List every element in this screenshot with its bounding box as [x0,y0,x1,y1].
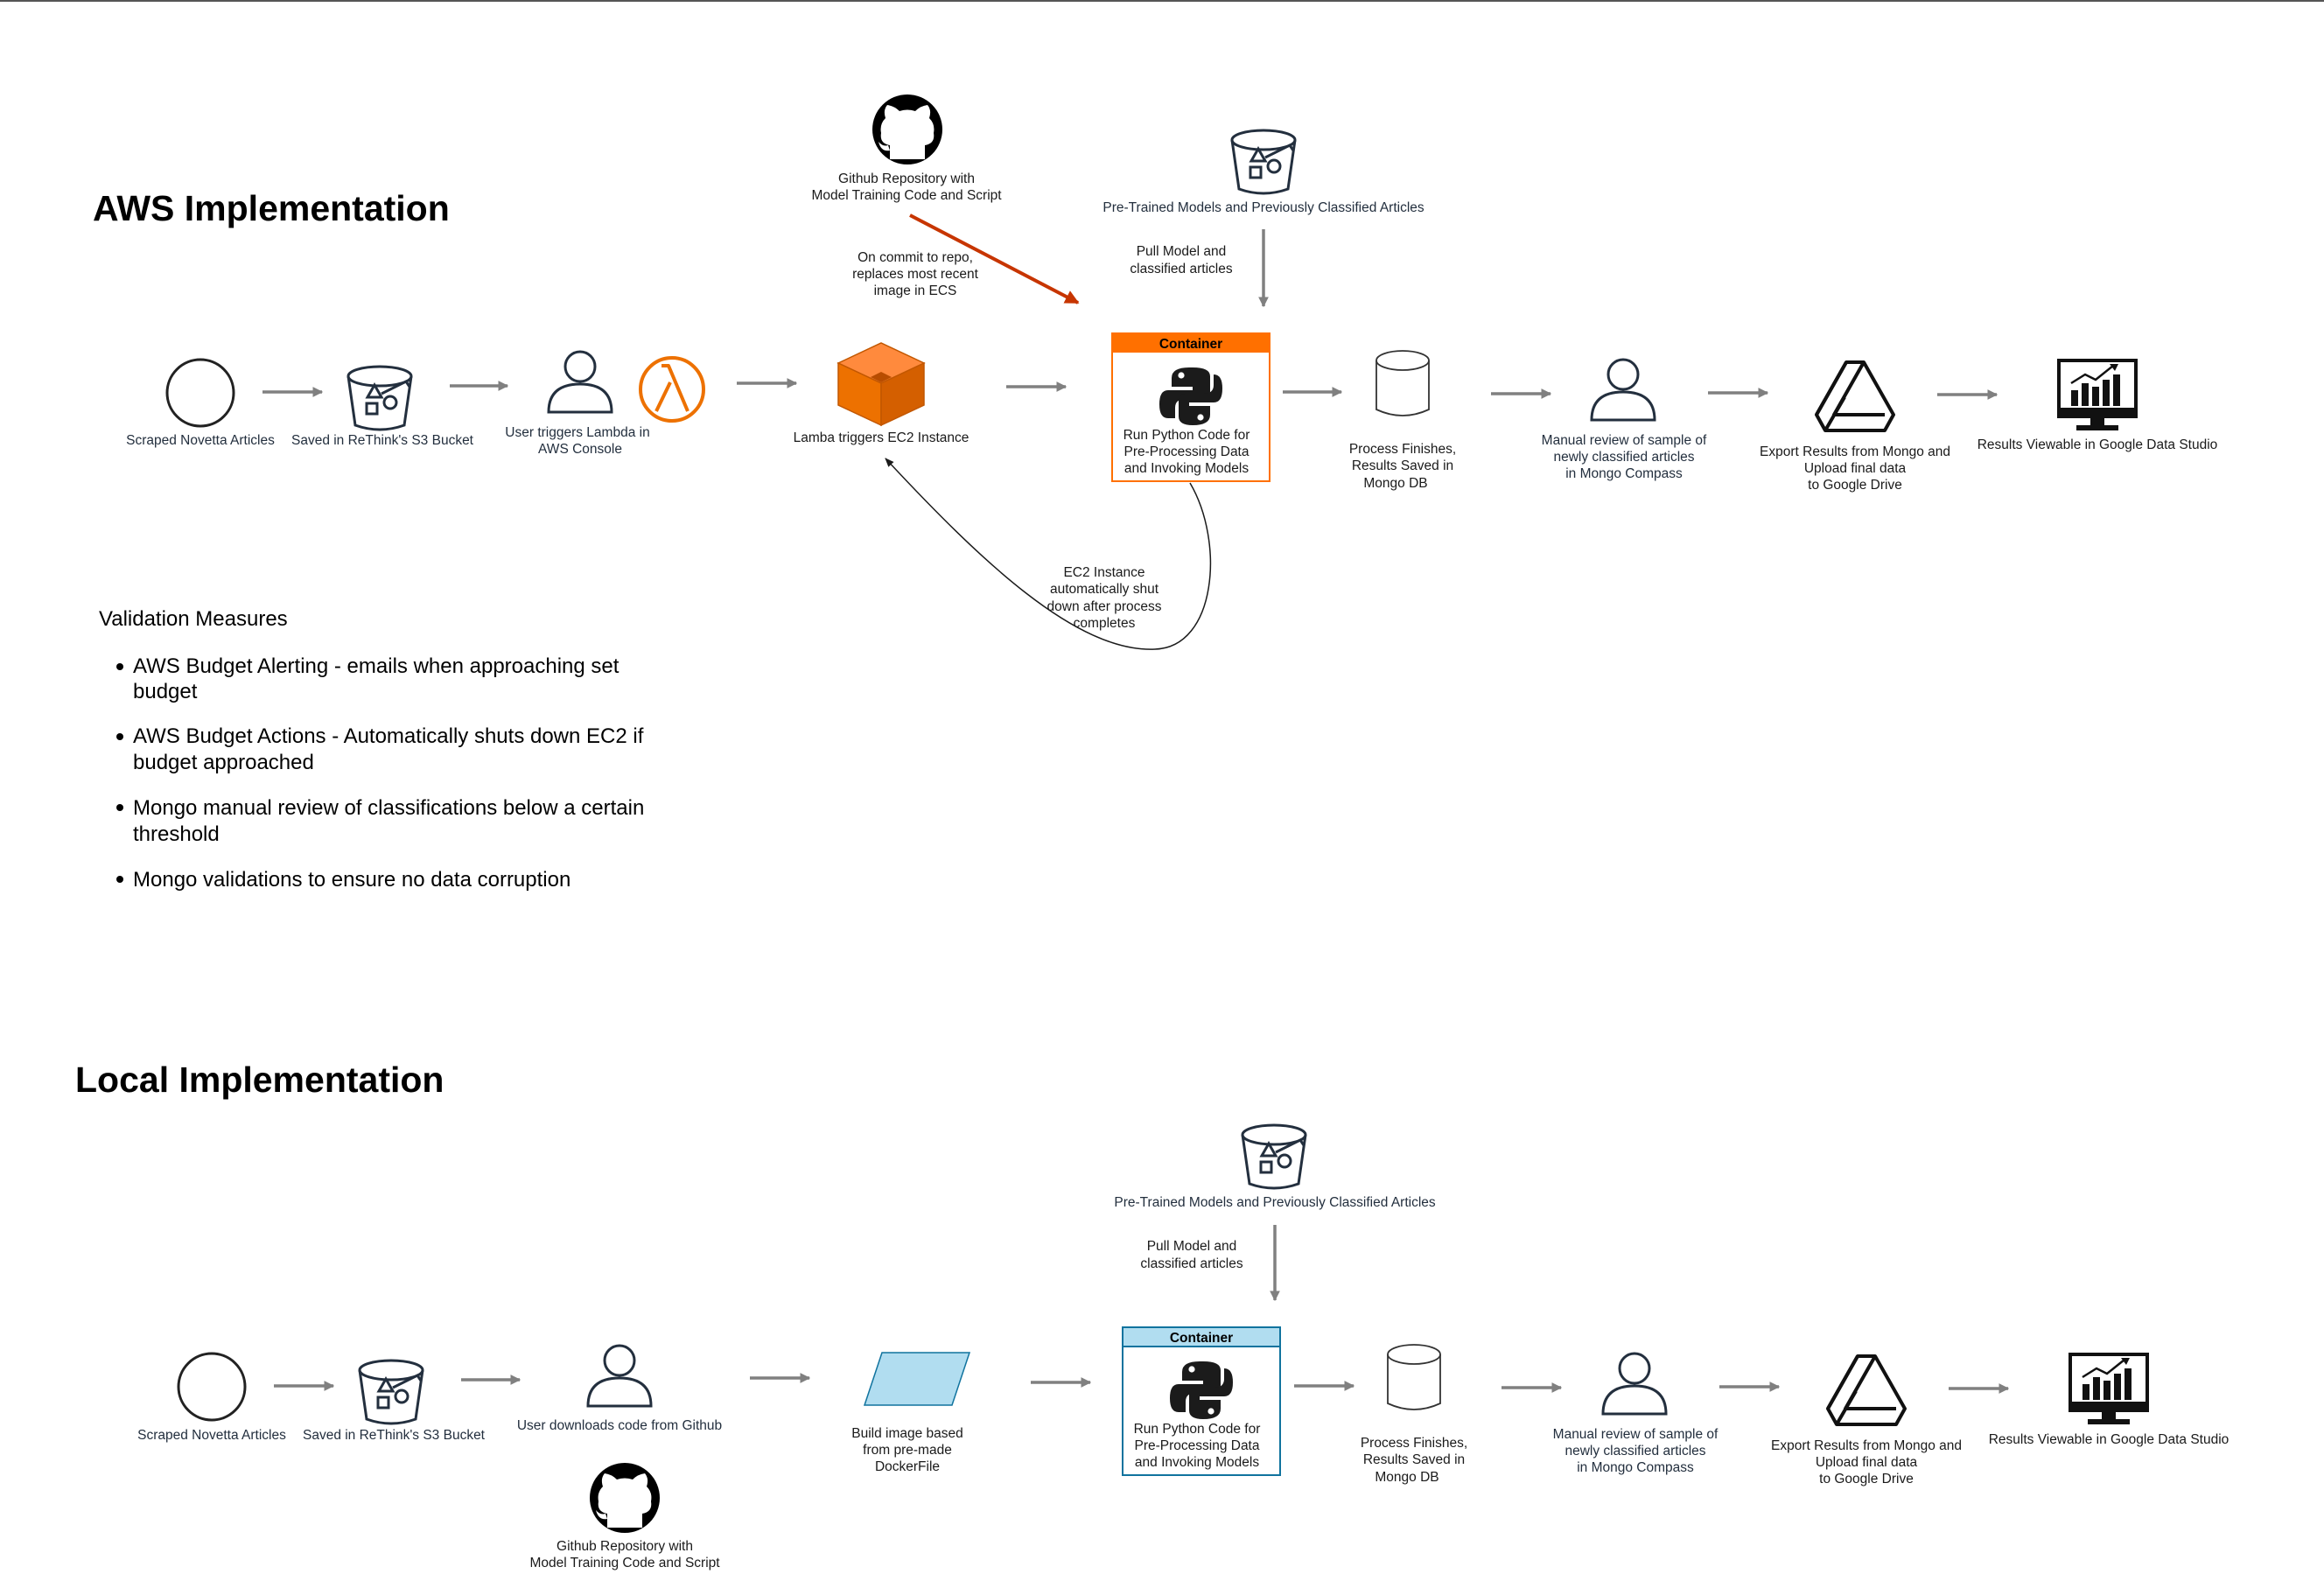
local-review-label-3: in Mongo Compass [1577,1460,1694,1475]
aws-export-label-2: Upload final data [1804,461,1907,476]
local-export-label-3: to Google Drive [1819,1472,1914,1487]
data-studio-monitor-icon [2057,359,2138,432]
local-container-text-3: and Invoking Models [1135,1455,1259,1470]
aws-container-title: Container [1159,337,1222,352]
aws-github-label-2: Model Training Code and Script [811,188,1002,203]
aws-shutdown-note-2: automatically shut [1050,582,1159,597]
validation-title: Validation Measures [99,607,288,631]
aws-export-label-1: Export Results from Mongo and [1760,444,1950,459]
aws-review-label-1: Manual review of sample of [1542,433,1707,448]
s3-bucket-icon [346,365,413,431]
local-container-title: Container [1170,1331,1233,1346]
local-review-label-1: Manual review of sample of [1553,1427,1718,1442]
aws-commit-note-3: image in ECS [874,283,957,298]
aws-container-text-1: Run Python Code for [1124,428,1250,443]
aws-container-text-3: and Invoking Models [1124,461,1249,476]
aws-results-label: Results Viewable in Google Data Studio [1978,437,2218,452]
local-export-label-2: Upload final data [1816,1455,1918,1470]
aws-shutdown-note-3: down after process [1047,599,1162,614]
validation-item-3-line-2: threshold [133,822,220,846]
local-mongo-label-3: Mongo DB [1375,1470,1438,1485]
validation-item-3-line-1: Mongo manual review of classifications b… [133,796,644,820]
local-container-text-2: Pre-Processing Data [1134,1438,1259,1453]
circle-icon [165,358,235,428]
local-container-text-1: Run Python Code for [1134,1422,1261,1437]
aws-mongo-label-1: Process Finishes, [1349,442,1456,457]
aws-export-label-3: to Google Drive [1808,478,1902,493]
aws-ec2-label: Lamba triggers EC2 Instance [794,430,970,445]
database-icon [1376,350,1430,416]
aws-shutdown-note-1: EC2 Instance [1063,565,1144,580]
s3-bucket-icon [1230,129,1297,195]
top-border-line [0,0,2324,2]
validation-item-2-line-1: AWS Budget Actions - Automatically shuts… [133,724,644,748]
aws-github-label-1: Github Repository with [838,171,975,186]
local-user-label: User downloads code from Github [517,1418,722,1433]
data-studio-monitor-icon [2068,1353,2149,1426]
dockerfile-parallelogram-icon [863,1352,971,1406]
aws-pretrained-label: Pre-Trained Models and Previously Classi… [1102,200,1424,215]
aws-commit-note-1: On commit to repo, [858,250,973,265]
github-icon [590,1463,660,1533]
local-mongo-label-2: Results Saved in [1363,1452,1465,1467]
circle-icon [177,1352,247,1422]
aws-user-label-2: AWS Console [538,442,622,457]
shutdown-curve-arrow [885,458,1212,650]
aws-mongo-label-3: Mongo DB [1363,476,1427,491]
google-drive-icon [1826,1354,1907,1426]
validation-item-1-line-1: AWS Budget Alerting - emails when approa… [133,654,620,678]
user-icon [1601,1352,1668,1416]
validation-item-4-line-1: Mongo validations to ensure no data corr… [133,868,570,892]
local-scraped-label: Scraped Novetta Articles [137,1428,286,1443]
local-github-label-2: Model Training Code and Script [529,1556,720,1571]
s3-bucket-icon [1241,1123,1307,1190]
validation-item-1-line-2: budget [133,680,198,703]
local-build-label-3: DockerFile [875,1459,940,1474]
validation-list: AWS Budget Alerting - emails when approa… [116,654,644,892]
local-s3-label: Saved in ReThink's S3 Bucket [303,1428,486,1443]
local-pull-label-2: classified articles [1140,1256,1242,1271]
database-icon [1387,1344,1441,1410]
aws-review-label-3: in Mongo Compass [1565,466,1683,481]
ec2-icon [836,342,926,427]
local-mongo-label-1: Process Finishes, [1361,1436,1467,1451]
local-github-label-1: Github Repository with [556,1539,693,1554]
aws-implementation-heading: AWS Implementation [93,188,450,228]
local-implementation-heading: Local Implementation [75,1060,444,1100]
validation-item-2-line-2: budget approached [133,751,314,774]
commit-arrow [909,213,1080,304]
local-pretrained-label: Pre-Trained Models and Previously Classi… [1114,1195,1436,1210]
google-drive-icon [1815,360,1895,432]
aws-s3-label: Saved in ReThink's S3 Bucket [291,433,474,448]
local-pull-label-1: Pull Model and [1147,1239,1237,1254]
github-icon [872,94,942,164]
local-build-label-2: from pre-made [863,1443,952,1458]
local-export-label-1: Export Results from Mongo and [1771,1438,1962,1453]
aws-pull-label-1: Pull Model and [1137,244,1227,259]
aws-commit-note-2: replaces most recent [852,267,979,282]
aws-shutdown-note-4: completes [1074,616,1136,631]
lambda-icon [639,356,705,423]
aws-mongo-label-2: Results Saved in [1352,458,1453,473]
local-results-label: Results Viewable in Google Data Studio [1989,1432,2230,1447]
user-icon [586,1344,653,1408]
local-build-label-1: Build image based [851,1426,963,1441]
aws-scraped-label: Scraped Novetta Articles [126,433,275,448]
s3-bucket-icon [358,1359,424,1425]
aws-container-text-2: Pre-Processing Data [1124,444,1249,459]
aws-review-label-2: newly classified articles [1553,450,1694,465]
aws-pull-label-2: classified articles [1130,262,1232,276]
aws-user-label-1: User triggers Lambda in [505,425,649,440]
user-icon [547,350,613,414]
local-review-label-2: newly classified articles [1564,1444,1705,1459]
user-icon [1590,358,1656,422]
